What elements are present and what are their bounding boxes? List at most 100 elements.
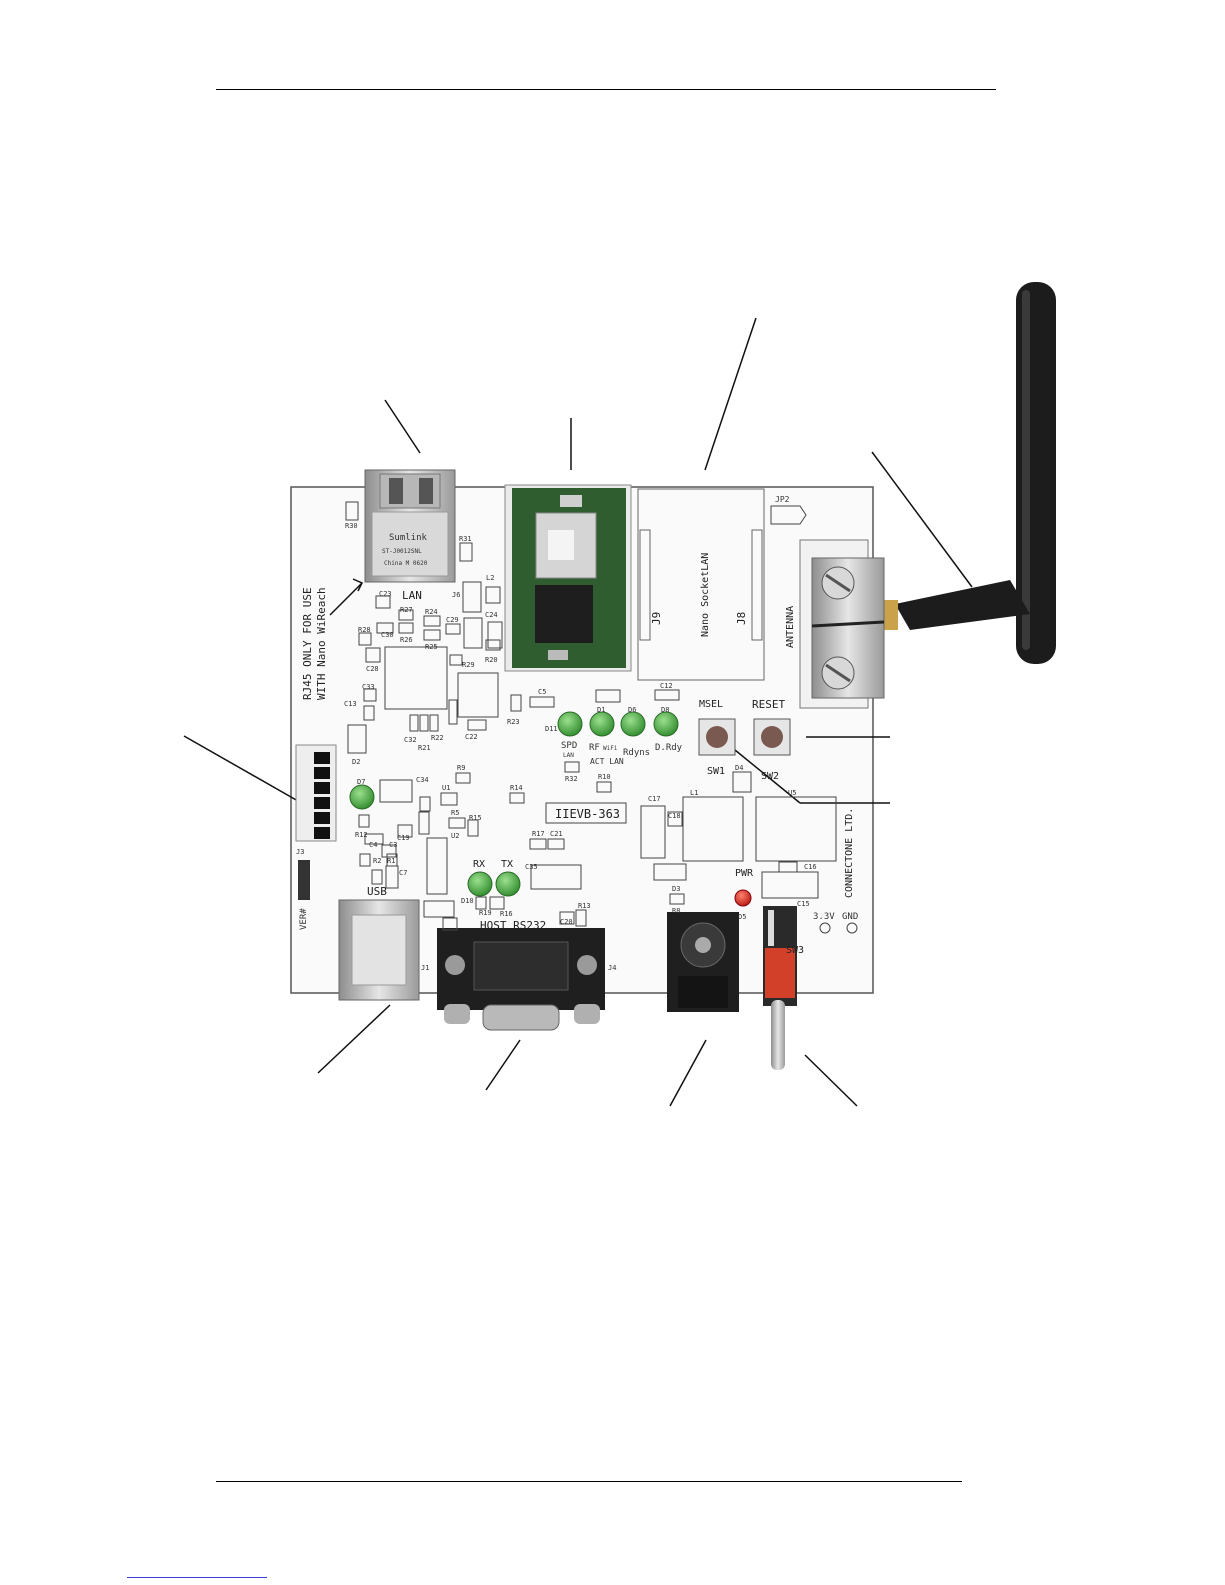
led-d8 <box>653 711 679 737</box>
svg-text:C15: C15 <box>797 900 810 908</box>
callout-lines <box>183 317 973 1107</box>
rx-label: RX <box>473 859 485 870</box>
ver-label: VER# <box>299 908 309 930</box>
svg-text:C35: C35 <box>525 863 538 871</box>
j8-label: J8 <box>735 612 748 625</box>
svg-text:R21: R21 <box>418 744 431 752</box>
magjack-brand: Sumlink <box>389 533 428 543</box>
svg-text:C32: C32 <box>404 736 417 744</box>
antenna-label: ANTENNA <box>785 606 796 648</box>
svg-text:C33: C33 <box>362 683 375 691</box>
svg-text:R26: R26 <box>400 636 413 644</box>
svg-text:R24: R24 <box>425 608 438 616</box>
led-d5-label: D5 <box>738 913 746 921</box>
svg-text:R32: R32 <box>565 775 578 783</box>
host-rs232-label: HOST RS232 <box>480 919 546 932</box>
svg-text:R20: R20 <box>485 656 498 664</box>
svg-text:R8: R8 <box>672 907 680 915</box>
led-spd-label: SPD <box>561 741 577 751</box>
sw3-label: SW3 <box>786 945 804 956</box>
svg-text:C18: C18 <box>668 812 681 820</box>
pin-header-j3 <box>295 744 337 900</box>
magjack-origin: China M 0620 <box>384 560 428 567</box>
sw1-label: SW1 <box>707 766 725 777</box>
svg-text:C29: C29 <box>446 616 459 624</box>
pwr-label: PWR <box>735 868 754 879</box>
svg-text:R10: R10 <box>598 773 611 781</box>
svg-text:C28: C28 <box>366 665 379 673</box>
footer-link-underline[interactable] <box>127 1577 267 1578</box>
tx-label: TX <box>501 859 513 870</box>
led-rx <box>467 871 493 897</box>
led-d10-label: D10 <box>461 897 474 905</box>
reference-designators: R30 R31 C23 R27 R24 C29 C24 L2 C30 R26 R… <box>296 522 817 972</box>
svg-text:U1: U1 <box>442 784 450 792</box>
svg-text:C3: C3 <box>389 841 397 849</box>
led-rf-label: RF <box>589 743 600 753</box>
antenna <box>868 282 1056 664</box>
gnd-label: GND <box>842 912 858 922</box>
test-point-gnd <box>846 922 858 934</box>
svg-text:R29: R29 <box>462 661 475 669</box>
rj45-note-line1: RJ45 ONLY FOR USE <box>301 587 314 700</box>
svg-text:R13: R13 <box>578 902 591 910</box>
led-d1 <box>589 711 615 737</box>
svg-text:C21: C21 <box>550 830 563 838</box>
svg-text:C5: C5 <box>538 688 546 696</box>
reset-button <box>753 718 791 756</box>
led-d6 <box>620 711 646 737</box>
svg-text:R27: R27 <box>400 606 413 614</box>
svg-text:R28: R28 <box>358 626 371 634</box>
model-label: IIEVB-363 <box>555 807 620 821</box>
svg-text:C19: C19 <box>397 834 410 842</box>
footer-rule <box>216 1481 962 1482</box>
led-d8-label: D8 <box>661 706 669 714</box>
led-drdy-label: D.Rdy <box>655 743 683 753</box>
led-lan-small-label: LAN <box>563 752 574 759</box>
svg-text:R2: R2 <box>373 857 381 865</box>
svg-text:L1: L1 <box>690 789 698 797</box>
svg-text:D4: D4 <box>735 764 743 772</box>
svg-text:D2: D2 <box>352 758 360 766</box>
svg-text:C20: C20 <box>560 918 573 926</box>
svg-text:C4: C4 <box>369 841 377 849</box>
led-d7-label: D7 <box>357 778 365 786</box>
magjack-part: ST-J0012SNL <box>382 548 422 555</box>
msel-label: MSEL <box>699 699 723 710</box>
svg-text:J1: J1 <box>421 964 429 972</box>
j9-label: J9 <box>650 612 663 625</box>
svg-text:C16: C16 <box>804 863 817 871</box>
svg-text:U5: U5 <box>788 789 796 797</box>
j8-header <box>751 529 763 641</box>
svg-text:C30: C30 <box>381 631 394 639</box>
svg-text:J4: J4 <box>608 964 616 972</box>
wireach-module <box>504 484 632 672</box>
power-toggle-switch <box>763 906 797 1070</box>
led-d1-label: D1 <box>597 706 605 714</box>
jp2-label: JP2 <box>775 495 790 504</box>
svg-text:C17: C17 <box>648 795 661 803</box>
svg-text:J6: J6 <box>452 591 460 599</box>
svg-text:C34: C34 <box>416 776 429 784</box>
svg-text:R19: R19 <box>479 909 492 917</box>
svg-text:C22: C22 <box>465 733 478 741</box>
db9-connector <box>437 928 605 1031</box>
led-d5-pwr <box>734 889 752 907</box>
svg-text:C23: C23 <box>379 590 392 598</box>
led-tx <box>495 871 521 897</box>
svg-text:D3: D3 <box>672 885 680 893</box>
usb-label: USB <box>367 885 387 898</box>
msel-button <box>698 718 736 756</box>
svg-text:R12: R12 <box>355 831 368 839</box>
svg-text:R5: R5 <box>451 809 459 817</box>
svg-text:R14: R14 <box>510 784 523 792</box>
svg-text:R23: R23 <box>507 718 520 726</box>
jp2-jumper <box>770 505 807 525</box>
svg-text:R16: R16 <box>500 910 513 918</box>
svg-text:R25: R25 <box>425 643 438 651</box>
svg-text:C12: C12 <box>660 682 673 690</box>
led-d11-label: D11 <box>545 725 558 733</box>
header-rule <box>216 89 996 90</box>
usb-connector <box>338 899 420 1001</box>
